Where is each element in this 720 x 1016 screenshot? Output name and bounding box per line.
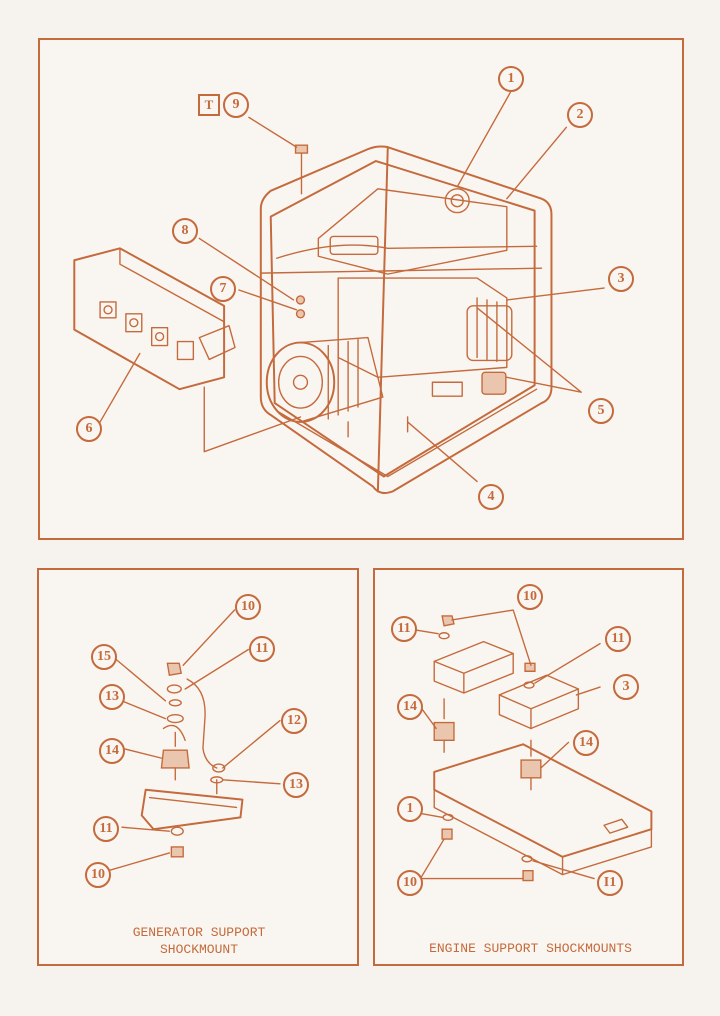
callout-12: 12 — [281, 708, 307, 734]
callout-8: 8 — [172, 218, 198, 244]
callout-10-lower: 10 — [85, 862, 111, 888]
callout-14: 14 — [99, 738, 125, 764]
callout-9: 9 — [223, 92, 249, 118]
tool-tag-box: T — [198, 94, 220, 116]
callout-11-top-right: 11 — [605, 626, 631, 652]
callout-5: 5 — [588, 398, 614, 424]
callout-3: 3 — [608, 266, 634, 292]
callout-2: 2 — [567, 102, 593, 128]
generator-caption: GENERATOR SUPPORT SHOCKMOUNT — [99, 924, 299, 958]
generator-shockmount-drawing — [107, 609, 281, 872]
callout-10-top: 10 — [517, 584, 543, 610]
callout-15: 15 — [91, 644, 117, 670]
generator-support-shockmount-panel: 10 11 15 13 14 12 13 11 10 GENERATOR SUP… — [37, 568, 359, 966]
generator-caption-line2: SHOCKMOUNT — [159, 942, 238, 957]
generator-exploded-view-panel: T 9 1 2 3 5 4 6 7 8 — [38, 38, 684, 540]
callout-1: 1 — [397, 796, 423, 822]
callout-7: 7 — [210, 276, 236, 302]
callout-14-left: 14 — [397, 694, 423, 720]
engine-caption: ENGINE SUPPORT SHOCKMOUNTS — [429, 941, 632, 956]
callout-i1-lower: I1 — [597, 870, 623, 896]
generator-caption-line1: GENERATOR SUPPORT — [132, 925, 266, 940]
callout-1: 1 — [498, 66, 524, 92]
callout-4: 4 — [478, 484, 504, 510]
callout-13-lower: 13 — [283, 772, 309, 798]
engine-support-shockmounts-panel: 10 11 11 3 14 14 1 10 I1 ENGINE SUPPORT … — [373, 568, 684, 966]
callout-14-right: 14 — [573, 730, 599, 756]
callout-3: 3 — [613, 674, 639, 700]
callout-6: 6 — [76, 416, 102, 442]
generator-assembly-drawing — [73, 90, 605, 494]
callout-11-top: 11 — [249, 636, 275, 662]
callout-10-top: 10 — [235, 594, 261, 620]
callout-11-top-left: 11 — [391, 616, 417, 642]
callout-13-upper: 13 — [99, 684, 125, 710]
callout-10-lower: 10 — [397, 870, 423, 896]
callout-11-lower: 11 — [93, 816, 119, 842]
engine-shockmount-drawing — [413, 609, 653, 882]
